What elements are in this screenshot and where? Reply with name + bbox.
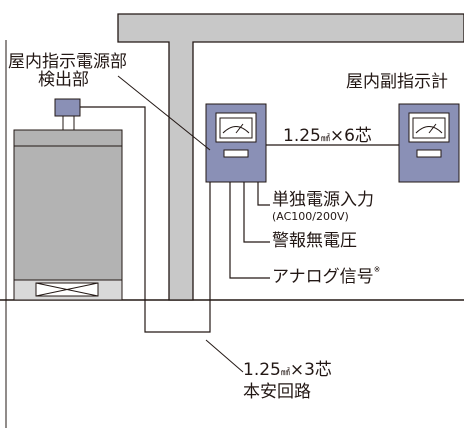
- sub-indicator-slot: [416, 149, 442, 158]
- detector-neck: [62, 115, 75, 131]
- meter-arc-icon: [222, 126, 250, 134]
- independent-power-input-label: 単独電源入力: [272, 190, 374, 210]
- indicator-meter-face: [219, 117, 253, 139]
- alarm-no-voltage-label: 警報無電圧: [272, 231, 357, 251]
- detector-cable: [80, 106, 211, 333]
- detector-label: 検出部: [38, 70, 89, 90]
- analog-signal-label: アナログ信号※: [272, 266, 380, 287]
- sub-indicator-meter-face: [412, 117, 446, 139]
- detector-sensor: [54, 98, 81, 117]
- analog-signal-text: アナログ信号: [272, 267, 374, 287]
- building-structure: [117, 13, 464, 301]
- detector-unit: [13, 98, 123, 301]
- indicator-power-unit: [205, 103, 267, 183]
- t-wall: [117, 13, 464, 301]
- indoor-indicator-power-unit-label: 屋内指示電源部: [8, 52, 127, 72]
- detector-cable-unit: ㎟: [280, 368, 290, 378]
- power-spec-label: (AC100/200V): [272, 210, 349, 223]
- power-input-wire: [257, 182, 270, 206]
- power-unit-leader: [117, 75, 211, 151]
- indicator-slot: [223, 149, 249, 158]
- main-cable-cores: ×6芯: [329, 126, 372, 146]
- sub-meter-arc-icon: [415, 126, 443, 134]
- sub-indicator: [398, 103, 460, 183]
- detector-cable-size: 1.25: [243, 360, 281, 380]
- tank-base-cross-2: [35, 282, 99, 297]
- cable-3core-leader: [205, 339, 244, 373]
- intrinsic-safety-circuit-label: 本安回路: [243, 382, 311, 402]
- detector-cable-label: 1.25㎟×3芯: [243, 362, 332, 379]
- meter-needle-icon: [235, 123, 244, 134]
- analog-wire: [229, 182, 270, 279]
- indoor-sub-indicator-label: 屋内副指示計: [346, 72, 448, 92]
- main-cable-unit: ㎟: [320, 134, 330, 144]
- alarm-wire: [243, 182, 270, 243]
- tank-body: [13, 129, 123, 281]
- main-cable-size: 1.25: [283, 126, 321, 146]
- analog-note-mark: ※: [373, 265, 381, 274]
- sub-meter-needle-icon: [428, 123, 437, 134]
- detector-cable-cores: ×3芯: [289, 360, 332, 380]
- main-cable-label: 1.25㎟×6芯: [283, 128, 372, 145]
